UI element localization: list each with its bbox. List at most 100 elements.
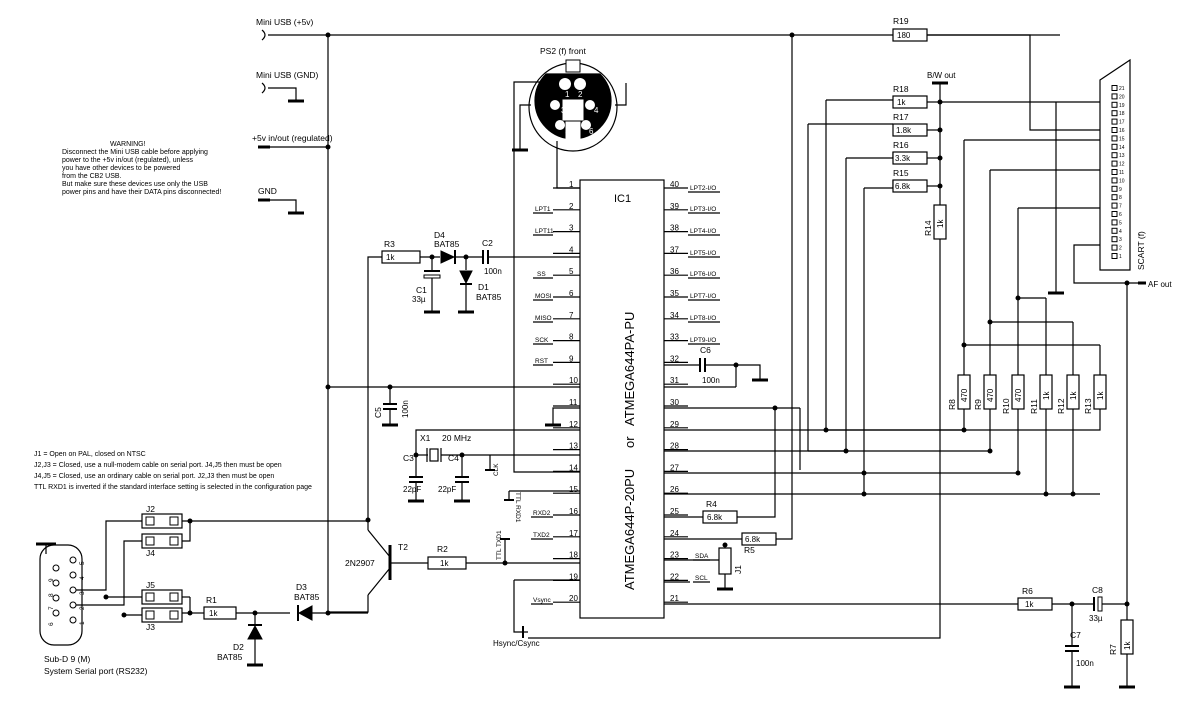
r5-name: R5: [744, 545, 755, 555]
r3-value: 1k: [386, 253, 395, 262]
ic1-pin-number: 14: [569, 463, 578, 472]
r7-name: R7: [1108, 644, 1118, 655]
r1-value: 1k: [209, 609, 218, 618]
sig-lpt3: LPT3-I/O: [690, 206, 716, 213]
r6-resistor: [1017, 597, 1053, 611]
d2-name: D2: [233, 642, 244, 652]
j1-label: J1: [733, 565, 743, 574]
r19-name: R19: [893, 16, 909, 26]
r17-name: R17: [893, 112, 909, 122]
x1-name: X1: [420, 433, 431, 443]
scart-pin-pad: [1111, 110, 1118, 117]
ic1-pin-number: 12: [569, 420, 578, 429]
scart-pin-number: 16: [1119, 128, 1125, 134]
scart-label: SCART (f): [1136, 231, 1146, 270]
j5-label: J5: [146, 580, 155, 590]
r8-value: 470: [960, 388, 969, 402]
ic1-pin-number: 22: [670, 572, 679, 581]
ic1-pin-number: 35: [670, 289, 679, 298]
r8-name: R8: [947, 399, 957, 410]
scart-pin-number: 14: [1119, 145, 1125, 151]
scart-pin-pad: [1111, 194, 1118, 201]
ic1-pin-number: 36: [670, 267, 679, 276]
ic1-pin-number: 4: [569, 245, 574, 254]
c5-name: C5: [373, 407, 383, 418]
ic1-pin-number: 8: [569, 333, 574, 342]
sig-lpt2: LPT2-I/O: [690, 185, 716, 192]
ic1-pin-number: 25: [670, 507, 679, 516]
ic1-pin-number: 30: [670, 398, 679, 407]
r15-value: 6.8k: [895, 182, 911, 191]
r16-name: R16: [893, 140, 909, 150]
scart-pin-number: 19: [1119, 103, 1125, 109]
ic1-part-main: ATMEGA644PA-PU: [622, 312, 637, 426]
r6-name: R6: [1022, 586, 1033, 596]
scart-pin-number: 7: [1119, 204, 1122, 210]
r5-value: 6.8k: [745, 535, 761, 544]
r16-value: 3.3k: [895, 154, 911, 163]
gnd-label: GND: [258, 186, 277, 196]
t2-name: T2: [398, 542, 408, 552]
r9-value: 470: [986, 388, 995, 402]
ic1-pin-number: 17: [569, 529, 578, 538]
ic1-microcontroller: IC1 ATMEGA644P-20PU or ATMEGA644PA-PU: [579, 179, 665, 619]
r10-value: 470: [1014, 388, 1023, 402]
ic1-pin-number: 27: [670, 463, 679, 472]
sig-miso: MISO: [535, 315, 552, 322]
r18-name: R18: [893, 84, 909, 94]
r4-value: 6.8k: [707, 513, 723, 522]
scart-pin-number: 10: [1119, 178, 1125, 184]
ic1-pins: 1234567891011121314151617181920403938373…: [553, 180, 688, 603]
r13-value: 1k: [1096, 391, 1105, 400]
subd-pin-1: 1: [79, 621, 86, 625]
ps2-pin-2: 2: [578, 90, 583, 99]
scart-pin-pad: [1111, 244, 1118, 251]
scart-pin-pad: [1111, 127, 1118, 133]
r6-value: 1k: [1025, 600, 1034, 609]
ic1-pin-number: 16: [569, 507, 578, 516]
scart-pin-pad: [1111, 143, 1118, 150]
sig-mosi: MOSI: [535, 293, 552, 300]
c2-name: C2: [482, 238, 493, 248]
warning-line: you have other devices to be powered: [62, 165, 180, 172]
scart-pin-number: 11: [1119, 170, 1124, 176]
ic1-pin-number: 1: [569, 180, 574, 189]
r9-name: R9: [973, 399, 983, 410]
scart-pin-number: 20: [1119, 94, 1125, 100]
sig-lpt9: LPT9-I/O: [690, 337, 716, 344]
scart-pin-number: 13: [1119, 153, 1125, 159]
d2-value: BAT85: [217, 652, 243, 662]
rgb-resistor-ladder: R19 180 R18 1k R17 1.8k R16 3.3k R15 6.8…: [528, 16, 1100, 639]
r10-name: R10: [1001, 398, 1011, 414]
c8-value: 33µ: [1089, 614, 1103, 623]
scart-connector: SCART (f) 212019181716151413121110987654…: [963, 58, 1172, 346]
ic1-part-alt: ATMEGA644P-20PU: [622, 469, 637, 590]
j2-label: J2: [146, 504, 155, 514]
scart-pin-pad: [1111, 219, 1118, 226]
scart-pin-number: 15: [1119, 136, 1125, 142]
scart-pin-number: 12: [1119, 162, 1125, 168]
scart-pin-pad: [1111, 211, 1118, 217]
d4-value: BAT85: [434, 239, 460, 249]
c1-name: C1: [416, 285, 427, 295]
c2-value: 100n: [484, 267, 502, 276]
sig-rxd2: RXD2: [533, 510, 551, 517]
mini-usb-gnd-label: Mini USB (GND): [256, 70, 319, 80]
ic1-pin-number: 10: [569, 376, 578, 385]
ic1-pin-number: 32: [670, 354, 679, 363]
subd-pin-5: 5: [79, 561, 86, 565]
scart-pin-pad: [1111, 253, 1118, 259]
scart-pin-number: 5: [1119, 220, 1122, 226]
r3-name: R3: [384, 239, 395, 249]
audio-output: R6 1k C7 100n C8 33µ R7 1k: [1017, 283, 1135, 689]
r14-name: R14: [923, 220, 933, 236]
warning-line: power to the +5v in/out (regulated), unl…: [62, 157, 193, 164]
warning-line: Disconnect the Mini USB cable before app…: [62, 149, 208, 156]
ic1-pin-number: 33: [670, 333, 679, 342]
sig-lpt1: LPT1: [535, 206, 551, 213]
scart-pin-pad: [1111, 169, 1118, 175]
ic1-pin-number: 13: [569, 442, 578, 451]
warning-title: WARNING!: [110, 141, 146, 148]
scart-pin-pad: [1111, 152, 1118, 159]
subd-pin-3: 3: [79, 591, 86, 595]
